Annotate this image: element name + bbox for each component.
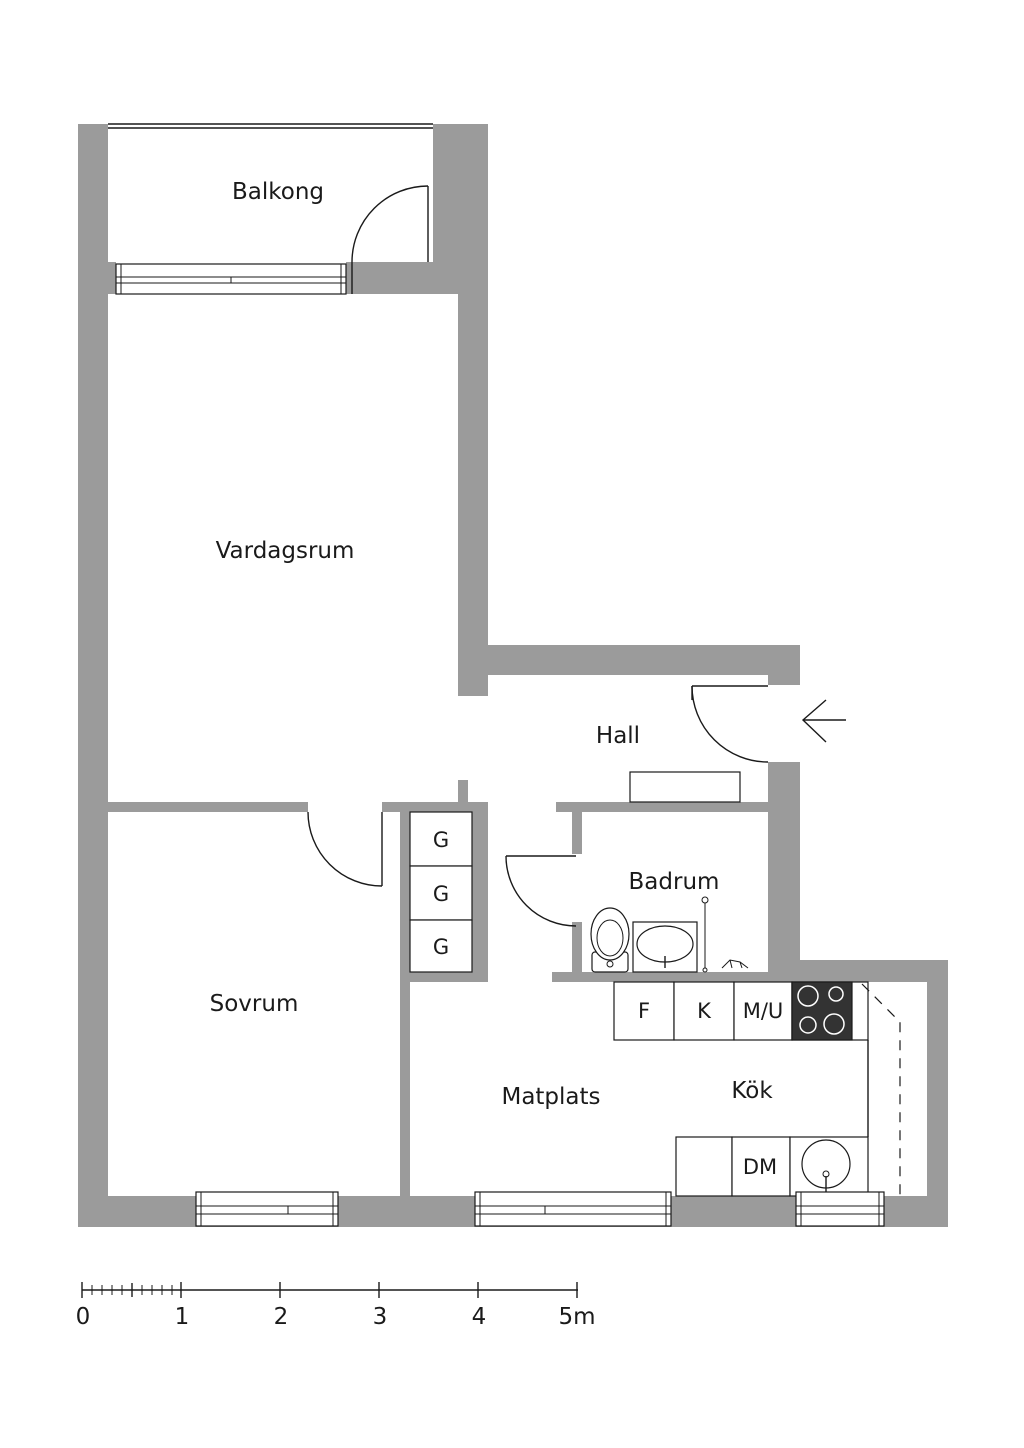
kitchen-overhead-line <box>861 983 901 1196</box>
balcony-door <box>351 185 429 294</box>
entrance-arrow-icon <box>801 699 846 743</box>
toilet-icon <box>590 907 630 973</box>
room-label-vardagsrum: Vardagsrum <box>216 538 355 564</box>
room-label-balkong: Balkong <box>232 179 324 205</box>
kok-window <box>795 1191 885 1227</box>
room-label-kok: Kök <box>731 1078 773 1104</box>
kitchen-sink-icon <box>801 1139 851 1194</box>
freezer-label: K <box>697 999 712 1023</box>
scale-label-2: 2 <box>274 1304 289 1330</box>
vardagsrum-window <box>108 262 433 295</box>
scale-label-0: 0 <box>76 1304 91 1330</box>
wardrobe-label-1: G <box>433 828 449 852</box>
wardrobe-label-2: G <box>433 882 449 906</box>
sovrum-window <box>195 1191 339 1227</box>
room-label-hall: Hall <box>596 723 640 749</box>
shower-icon <box>701 896 749 973</box>
matplats-window <box>474 1191 672 1227</box>
scale-label-5m: 5m <box>558 1304 595 1330</box>
room-label-badrum: Badrum <box>629 869 720 895</box>
sovrum-door <box>307 811 383 887</box>
scale-label-4: 4 <box>472 1304 487 1330</box>
bathroom-door <box>505 855 577 927</box>
balcony-railing <box>108 123 433 129</box>
room-label-matplats: Matplats <box>501 1084 600 1110</box>
bathroom-sink-icon <box>632 921 698 973</box>
dishwasher-label: DM <box>743 1155 777 1179</box>
scale-bar: 0 1 2 3 4 5m <box>76 1282 596 1330</box>
scale-label-3: 3 <box>373 1304 388 1330</box>
scale-label-1: 1 <box>175 1304 190 1330</box>
wardrobes: G G G <box>409 811 473 973</box>
microwave-label: M/U <box>743 999 784 1023</box>
wardrobe-label-3: G <box>433 935 449 959</box>
fridge-label: F <box>638 999 650 1023</box>
room-label-sovrum: Sovrum <box>210 991 299 1017</box>
hall-shelf <box>629 771 741 803</box>
stove-icon <box>791 981 853 1041</box>
front-door <box>691 685 769 763</box>
